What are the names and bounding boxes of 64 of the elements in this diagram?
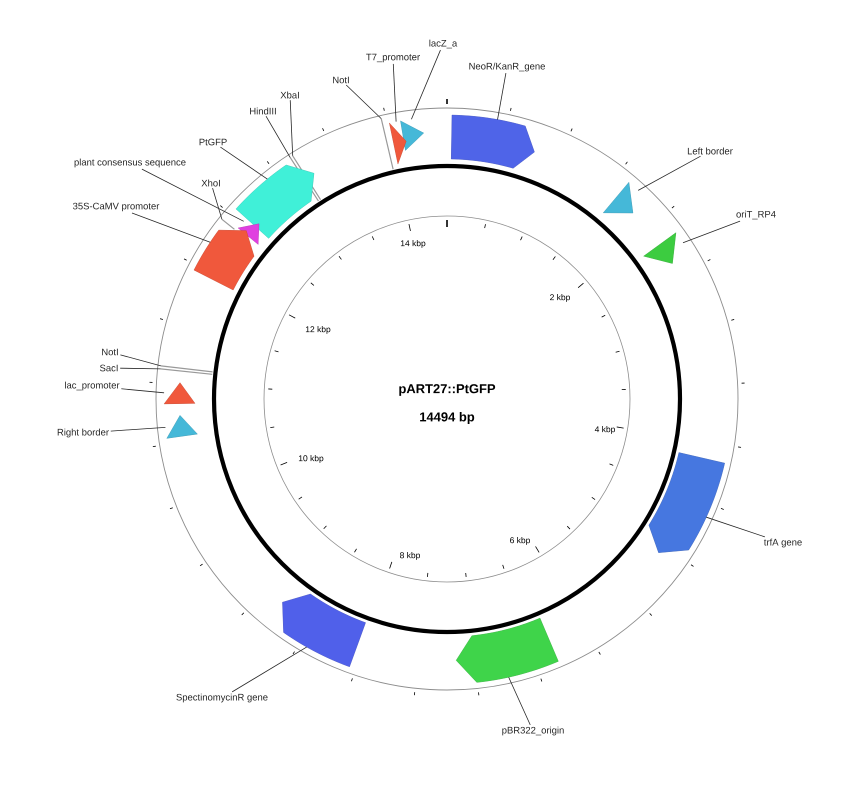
leader-line xyxy=(266,116,291,158)
feature-segment xyxy=(282,594,366,667)
feature-segment xyxy=(236,164,314,239)
feature-label: PtGFP xyxy=(200,138,227,146)
leader-line xyxy=(682,220,740,244)
feature-segment xyxy=(166,415,198,439)
feature-label: lac_promoter xyxy=(65,382,120,390)
leader-line xyxy=(220,146,268,180)
feature-label: XhoI xyxy=(202,180,220,186)
leader-line xyxy=(120,354,162,366)
leader-line xyxy=(411,50,441,120)
feature-segment xyxy=(194,230,254,290)
feature-label: XbaI xyxy=(280,92,299,98)
scale-label: 6 kbp xyxy=(510,537,530,545)
scale-label: 14 kbp xyxy=(400,240,426,248)
feature-segment xyxy=(389,122,406,164)
plasmid-size: 14494 bp xyxy=(420,412,474,424)
feature-segment xyxy=(238,224,260,245)
feature-label: lacZ_a xyxy=(429,40,458,48)
feature-label: HindIII xyxy=(250,108,276,114)
plasmid-name: pART27::PtGFP xyxy=(399,384,496,396)
site-line xyxy=(160,368,212,375)
scale-label: 4 kbp xyxy=(594,426,615,434)
leader-line xyxy=(497,72,506,120)
feature-label: Left border xyxy=(688,148,733,154)
feature-segment xyxy=(164,382,196,404)
feature-segment xyxy=(643,232,676,264)
leader-line xyxy=(392,64,396,122)
feature-label: Right border xyxy=(58,428,109,438)
scale-label: 8 kbp xyxy=(400,552,420,560)
leader-line xyxy=(120,388,164,394)
leader-line xyxy=(346,84,382,119)
feature-label: trfA gene xyxy=(764,538,802,548)
feature-label: oriT_RP4 xyxy=(736,210,776,220)
leader-line xyxy=(110,426,166,432)
leader-line xyxy=(508,676,531,726)
scale-label: 10 kbp xyxy=(298,455,324,463)
site-line xyxy=(380,118,394,170)
leader-line xyxy=(638,156,701,191)
scale-label: 2 kbp xyxy=(550,294,570,302)
feature-label: SacI xyxy=(100,364,118,372)
feature-segment xyxy=(456,618,559,683)
site-line xyxy=(160,365,213,372)
feature-label: 35S-CaMV promoter xyxy=(72,202,160,212)
leader-line xyxy=(132,212,211,243)
feature-segment xyxy=(400,120,424,151)
leader-line xyxy=(120,368,161,370)
feature-label: plant consensus sequence xyxy=(74,158,186,168)
leader-line xyxy=(232,646,308,692)
leader-line xyxy=(706,516,766,538)
feature-label: NotI xyxy=(333,76,349,84)
feature-label: NotI xyxy=(102,348,118,356)
feature-label: SpectinomycinR gene xyxy=(176,694,268,702)
feature-label: pBR322_origin xyxy=(502,726,564,736)
feature-segment xyxy=(603,182,634,214)
leader-line xyxy=(212,188,222,220)
scale-label: 12 kbp xyxy=(306,326,330,334)
leader-line xyxy=(142,168,244,222)
feature-label: NeoR/KanR_gene xyxy=(469,62,545,72)
site-line xyxy=(222,218,235,230)
feature-label: T7_promoter xyxy=(366,54,420,62)
feature-segment xyxy=(451,114,535,168)
feature-segment xyxy=(648,452,725,553)
leader-line xyxy=(290,100,294,156)
